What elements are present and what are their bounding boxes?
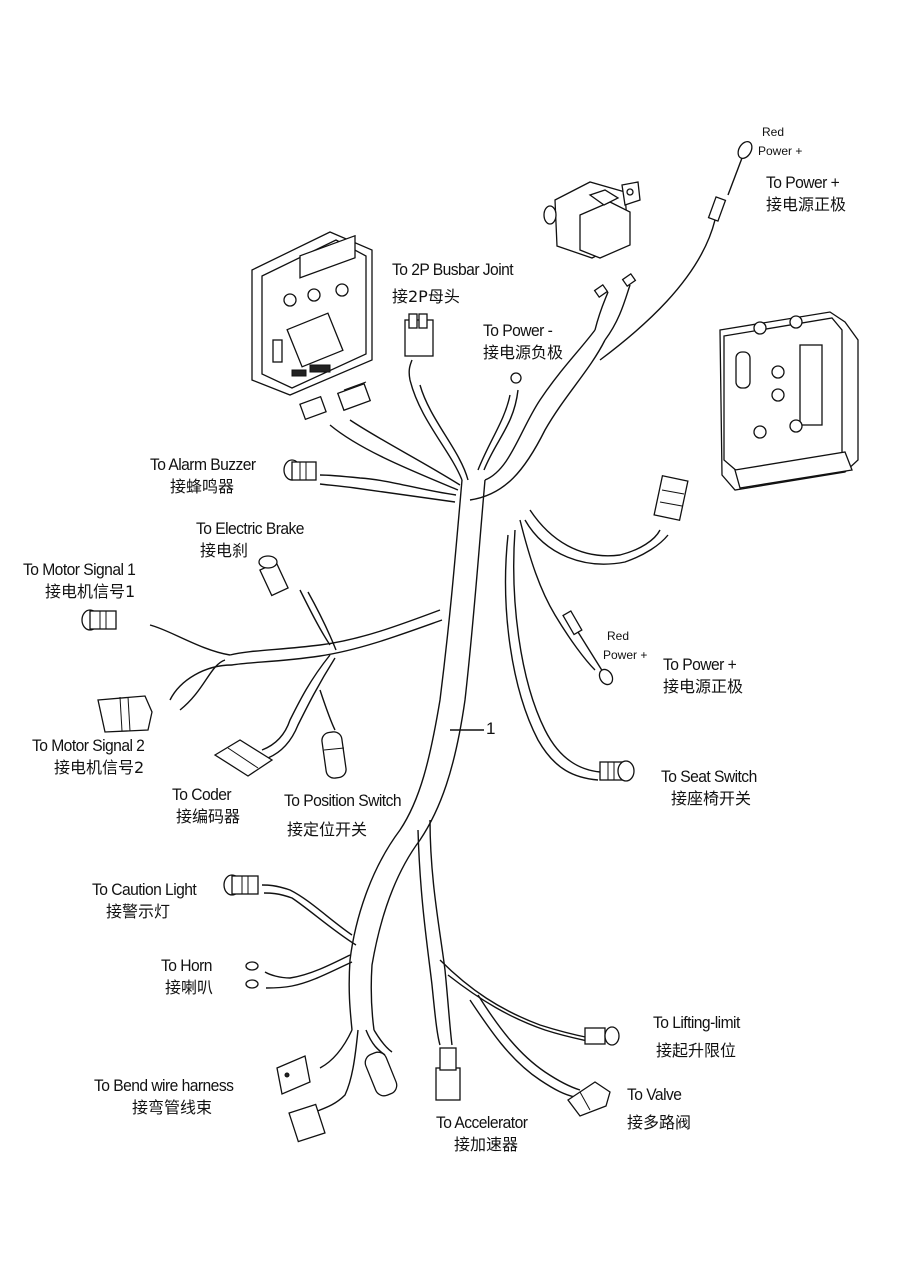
motor-signal-1-connector xyxy=(81,609,117,631)
label-power-plus-mid: To Power + 接电源正极 xyxy=(663,655,743,696)
label-motor-signal-1: To Motor Signal 1 接电机信号1 xyxy=(23,560,145,601)
label-zh: 接电刹 xyxy=(200,540,249,560)
label-zh: 接定位开关 xyxy=(287,819,368,839)
power-minus-ring-terminal xyxy=(510,372,522,384)
label-bend-wire-harness: To Bend wire harness 接弯管线束 xyxy=(94,1076,245,1117)
label-zh: 接弯管线束 xyxy=(132,1097,213,1117)
power-plus-top-terminal xyxy=(707,140,753,222)
label-zh: 接电机信号1 xyxy=(45,581,136,601)
power-plus-mid-terminal xyxy=(562,610,614,686)
right-branches xyxy=(504,219,716,781)
label-lifting-limit: To Lifting-limit 接起升限位 xyxy=(653,1013,747,1060)
label-en: To Coder xyxy=(172,785,232,804)
label-en: To Lifting-limit xyxy=(653,1013,740,1032)
label-zh: 接座椅开关 xyxy=(671,788,752,808)
label-zh: 接2P母头 xyxy=(392,286,460,306)
horn-terminals xyxy=(245,961,259,989)
label-electric-brake: To Electric Brake 接电刹 xyxy=(196,519,313,560)
label-en: To Accelerator xyxy=(436,1113,528,1132)
label-en: To Seat Switch xyxy=(661,767,757,786)
label-seat-switch: To Seat Switch 接座椅开关 xyxy=(661,767,765,808)
label-zh: 接电源正极 xyxy=(663,676,744,696)
power-plus-text: Power + xyxy=(758,144,803,159)
label-busbar: To 2P Busbar Joint 接2P母头 xyxy=(392,260,524,306)
label-zh: 接起升限位 xyxy=(656,1040,737,1060)
label-en: To Power + xyxy=(766,173,840,192)
label-en: To Bend wire harness xyxy=(94,1076,234,1095)
motor-controller-right xyxy=(719,311,859,491)
valve-connector xyxy=(567,1081,611,1117)
label-en: To Caution Light xyxy=(92,880,197,899)
left-controller-plugs xyxy=(299,381,372,421)
label-en: To Valve xyxy=(627,1085,682,1104)
lower-right-branch xyxy=(417,819,593,1098)
busbar-connector xyxy=(404,313,434,357)
accelerator-connector xyxy=(435,1047,461,1101)
seat-switch-connector xyxy=(599,760,635,782)
label-zh: 接电源正极 xyxy=(766,194,847,214)
label-en: To Position Switch xyxy=(284,791,402,810)
contactor-relay xyxy=(543,181,641,259)
coder-connector xyxy=(213,739,274,777)
lifting-limit-connector xyxy=(584,1026,620,1046)
caution-light-connector xyxy=(223,874,259,896)
label-en: To Alarm Buzzer xyxy=(150,455,256,474)
label-en: To Power + xyxy=(663,655,737,674)
right-multi-pin-connector xyxy=(653,474,689,522)
part-number-label: 1 xyxy=(486,719,496,738)
label-zh: 接警示灯 xyxy=(106,901,171,921)
label-valve: To Valve 接多路阀 xyxy=(627,1085,691,1132)
label-en: To Motor Signal 2 xyxy=(32,736,145,755)
main-trunk xyxy=(348,329,606,1031)
red-power-label-top: Red Power + xyxy=(758,123,802,161)
red-text: Red xyxy=(762,125,785,139)
label-horn: To Horn 接喇叭 xyxy=(161,956,216,997)
upper-branches xyxy=(319,359,519,503)
label-zh: 接编码器 xyxy=(176,806,241,826)
left-lower-branches xyxy=(261,884,393,1113)
label-en: To Power - xyxy=(483,321,553,340)
label-zh: 接电机信号2 xyxy=(54,757,145,777)
electric-brake-connector xyxy=(258,555,289,597)
label-alarm-buzzer: To Alarm Buzzer 接蜂鸣器 xyxy=(150,455,265,496)
label-zh: 接多路阀 xyxy=(627,1112,692,1132)
label-caution-light: To Caution Light 接警示灯 xyxy=(92,880,205,921)
label-zh: 接喇叭 xyxy=(165,977,214,997)
label-en: To 2P Busbar Joint xyxy=(392,260,514,279)
left-mid-branches xyxy=(149,589,443,759)
power-plus-text: Power + xyxy=(603,648,648,663)
red-text: Red xyxy=(607,629,630,643)
relay-terminals xyxy=(593,272,637,299)
red-power-label-mid: Red Power + xyxy=(603,627,647,665)
label-power-plus-top: To Power + 接电源正极 xyxy=(766,173,846,214)
bend-wire-connectors xyxy=(276,1051,398,1143)
left-controller xyxy=(251,231,373,396)
label-power-minus: To Power - 接电源负极 xyxy=(483,321,563,362)
label-accelerator: To Accelerator 接加速器 xyxy=(436,1113,535,1154)
motor-signal-2-connector xyxy=(97,695,153,733)
label-motor-signal-2: To Motor Signal 2 接电机信号2 xyxy=(32,736,154,777)
label-en: To Motor Signal 1 xyxy=(23,560,136,579)
label-zh: 接电源负极 xyxy=(483,342,564,362)
alarm-buzzer-connector xyxy=(283,459,317,481)
label-zh: 接加速器 xyxy=(454,1134,519,1154)
label-en: To Horn xyxy=(161,956,212,975)
label-coder: To Coder 接编码器 xyxy=(172,785,240,826)
label-zh: 接蜂鸣器 xyxy=(170,476,235,496)
label-position-switch: To Position Switch 接定位开关 xyxy=(284,791,411,839)
label-en: To Electric Brake xyxy=(196,519,305,538)
position-switch-connector xyxy=(321,731,347,779)
